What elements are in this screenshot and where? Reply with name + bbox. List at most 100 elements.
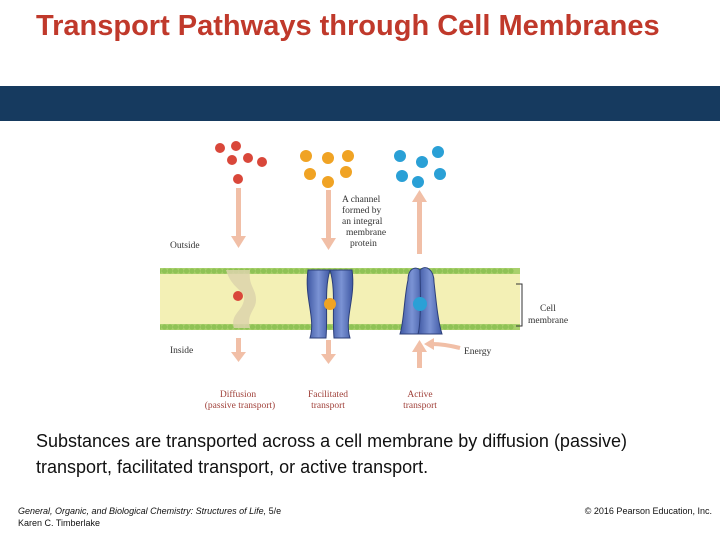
active-arrow-inside-shaft: [417, 352, 422, 368]
phospholipid-head: [497, 268, 503, 274]
phospholipid-head: [381, 268, 388, 274]
facilitated-label-line-1: Facilitated: [308, 390, 348, 400]
phospholipid-head: [299, 324, 305, 330]
phospholipid-head: [161, 268, 168, 274]
phospholipid-head: [486, 324, 492, 330]
blue-molecule: [396, 170, 408, 182]
phospholipid-head: [381, 324, 388, 330]
phospholipid-head: [348, 324, 355, 330]
blue-molecule: [434, 168, 446, 180]
footer-author: Karen C. Timberlake: [18, 518, 101, 528]
phospholipid-head: [189, 268, 195, 274]
diffusion-arrow-outside-head: [231, 236, 246, 248]
channel-label-line-1: A channel: [342, 195, 381, 205]
channel-label-line-3: an integral: [342, 217, 383, 227]
phospholipid-head: [387, 268, 393, 274]
footer-citation: General, Organic, and Biological Chemist…: [18, 505, 281, 529]
active-label-line-2: transport: [403, 401, 437, 411]
phospholipid-head: [502, 324, 509, 330]
phospholipid-head: [167, 324, 173, 330]
orange-molecule: [322, 176, 334, 188]
phospholipid-head: [376, 268, 382, 274]
facilitated-arrow-inside-head: [321, 354, 336, 364]
phospholipid-head: [491, 268, 498, 274]
active-arrow-outside-head: [412, 190, 427, 202]
phospholipid-head: [458, 268, 465, 274]
phospholipid-head: [194, 324, 201, 330]
phospholipid-head: [172, 324, 179, 330]
blue-molecule: [416, 156, 428, 168]
phospholipid-head: [249, 324, 256, 330]
blue-solute-molecules: [394, 146, 446, 311]
phospholipid-head: [304, 324, 311, 330]
diffusion-gap: [226, 270, 256, 328]
transport-arrows: [231, 188, 461, 368]
phospholipid-head: [480, 324, 487, 330]
phospholipid-head: [249, 268, 256, 274]
phospholipid-head: [260, 324, 267, 330]
phospholipid-head: [508, 268, 514, 274]
phospholipid-head: [178, 268, 184, 274]
slide-caption: Substances are transported across a cell…: [36, 431, 627, 477]
phospholipid-head: [387, 324, 393, 330]
phospholipid-head: [480, 268, 487, 274]
footer-book-line: General, Organic, and Biological Chemist…: [18, 505, 281, 517]
orange-molecule: [322, 152, 334, 164]
facilitated-channel-protein: [306, 269, 354, 339]
phospholipid-head: [271, 324, 278, 330]
blue-molecule: [432, 146, 444, 158]
phospholipid-head: [497, 324, 503, 330]
facilitated-arrow-outside-head: [321, 238, 336, 250]
phospholipid-head: [211, 268, 217, 274]
phospholipid-head: [288, 324, 294, 330]
phospholipid-head: [365, 268, 371, 274]
red-molecule: [227, 155, 237, 165]
phospholipid-head: [354, 324, 360, 330]
phospholipid-head: [293, 324, 300, 330]
phospholipid-head: [255, 324, 261, 330]
footer-book-title: General, Organic, and Biological Chemist…: [18, 506, 267, 516]
phospholipid-head: [178, 324, 184, 330]
red-molecule: [233, 174, 243, 184]
phospholipid-head: [370, 268, 377, 274]
orange-solute-molecules: [300, 150, 354, 310]
phospholipid-head: [392, 268, 399, 274]
red-molecule: [257, 157, 267, 167]
phospholipid-head: [370, 324, 377, 330]
orange-molecule: [340, 166, 352, 178]
membrane-bracket: [516, 283, 523, 327]
phospholipid-head: [266, 324, 272, 330]
phospholipid-head: [222, 268, 228, 274]
phospholipid-head: [167, 268, 173, 274]
channel-label-line-4: membrane: [346, 228, 386, 238]
inside-label: Inside: [170, 346, 193, 356]
diffusion-arrow-inside-shaft: [236, 338, 241, 352]
cell-membrane-label-line-2: membrane: [528, 316, 568, 326]
channel-label-line-5: protein: [350, 239, 377, 249]
footer-edition: 5/e: [266, 506, 282, 516]
channel-right-wall: [329, 269, 354, 339]
phospholipid-head: [442, 324, 448, 330]
phospholipid-head: [227, 324, 234, 330]
slide-title: Transport Pathways through Cell Membrane…: [36, 10, 660, 42]
energy-label: Energy: [464, 347, 492, 357]
phospholipid-head: [216, 324, 223, 330]
phospholipid-head: [359, 324, 366, 330]
phospholipid-head: [458, 324, 465, 330]
phospholipid-head: [183, 324, 190, 330]
phospholipid-head: [392, 324, 399, 330]
phospholipid-head: [277, 324, 283, 330]
outside-label: Outside: [170, 241, 200, 251]
phospholipid-head: [447, 324, 454, 330]
blue-molecule: [412, 176, 424, 188]
orange-molecule: [300, 150, 312, 162]
phospholipid-head: [255, 268, 261, 274]
phospholipid-head: [398, 268, 404, 274]
phospholipid-head: [475, 268, 481, 274]
active-transport-protein: [399, 267, 443, 335]
red-molecule: [243, 153, 253, 163]
phospholipid-head: [172, 268, 179, 274]
cell-membrane-label-line-1: Cell: [540, 304, 556, 314]
phospholipid-head: [216, 268, 223, 274]
phospholipid-head: [447, 268, 454, 274]
